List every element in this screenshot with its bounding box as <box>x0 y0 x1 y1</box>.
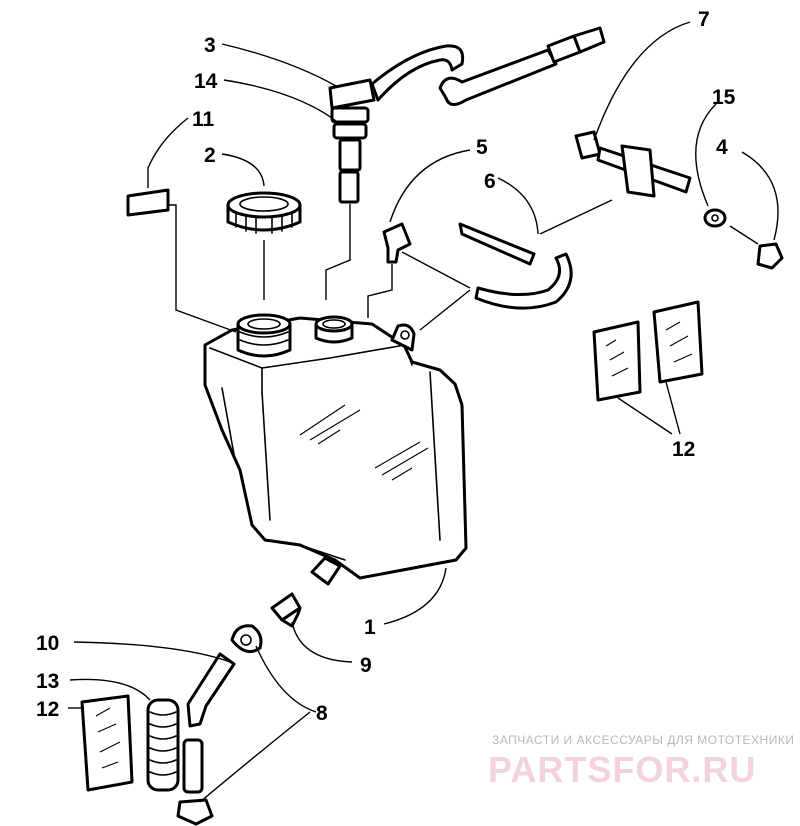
label-part-7: 7 <box>698 8 710 31</box>
label-part-14: 14 <box>194 70 218 93</box>
label-part-3: 3 <box>204 34 216 57</box>
decal-12-pair <box>592 300 704 402</box>
filler-cap <box>226 191 302 234</box>
label-part-8: 8 <box>316 702 328 725</box>
sender-opening <box>314 315 354 344</box>
spring-13 <box>146 698 180 792</box>
label-part-15: 15 <box>712 86 736 109</box>
label-part-9: 9 <box>360 654 372 677</box>
watermark-tagline: ЗАПЧАСТИ И АКСЕССУАРЫ ДЛЯ МОТОТЕХНИКИ <box>492 733 794 747</box>
watermark-brand: PARTSFOR.RU <box>488 749 756 790</box>
decal-11 <box>126 188 170 217</box>
bracket-bolt-assembly <box>574 130 784 270</box>
mounting-tab <box>390 323 416 352</box>
label-part-5: 5 <box>476 136 488 159</box>
label-part-13: 13 <box>36 670 59 693</box>
leader-lines <box>68 21 779 803</box>
oil-level-sender <box>328 78 376 204</box>
label-part-12-right: 12 <box>672 438 695 461</box>
fitting-9 <box>270 592 302 628</box>
elbow-fitting <box>382 222 412 264</box>
label-part-2: 2 <box>204 144 216 167</box>
vent-hose <box>458 222 573 310</box>
filler-neck <box>236 313 292 358</box>
clamp-8 <box>230 624 263 654</box>
label-part-10: 10 <box>36 632 59 655</box>
label-part-4: 4 <box>716 136 728 159</box>
label-part-1: 1 <box>364 616 376 639</box>
lower-hose <box>176 738 214 826</box>
callout-numbers: 3 14 11 2 5 6 7 15 4 12 1 9 8 10 13 12 <box>36 8 736 725</box>
outlet-fitting <box>310 556 342 586</box>
oil-tank <box>203 316 468 580</box>
label-part-6: 6 <box>484 170 496 193</box>
label-part-12-left: 12 <box>36 698 59 721</box>
sender-wire-harness <box>370 26 606 106</box>
label-part-11: 11 <box>192 108 215 131</box>
decal-12-single <box>80 694 134 792</box>
oil-line-hose <box>186 652 236 728</box>
watermark: ЗАПЧАСТИ И АКСЕССУАРЫ ДЛЯ МОТОТЕХНИКИ PA… <box>488 733 794 790</box>
